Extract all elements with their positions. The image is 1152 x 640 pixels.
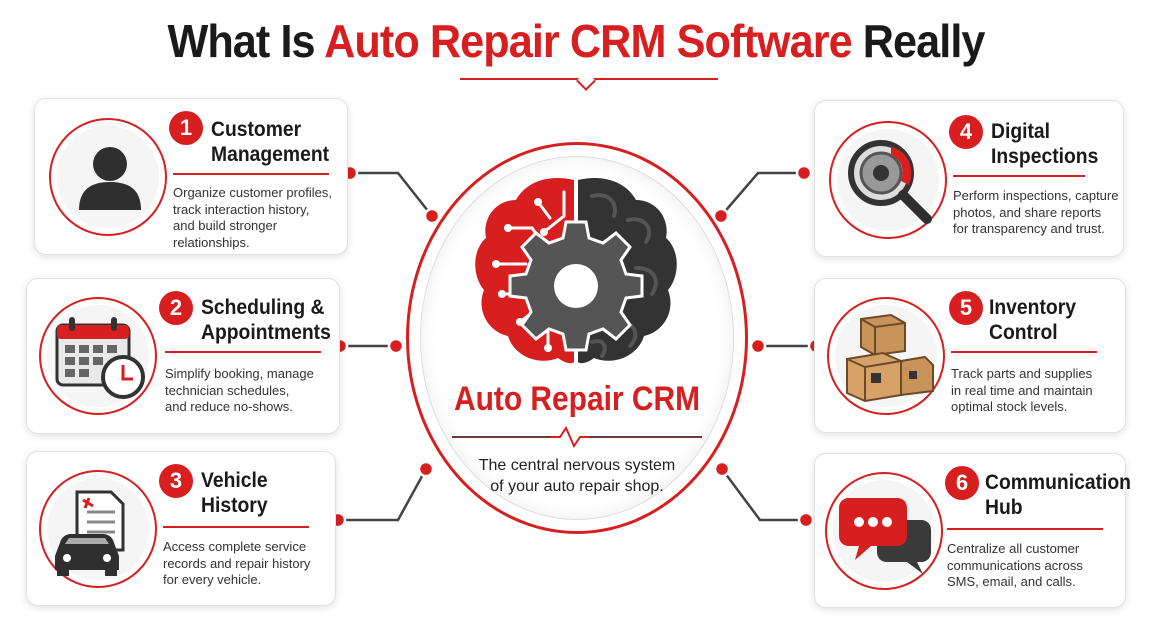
feature-heading: Vehicle History <box>201 469 268 517</box>
feature-divider <box>173 173 329 175</box>
title-suffix: Really <box>851 15 986 67</box>
car-document-icon <box>39 470 157 588</box>
feature-divider <box>163 526 309 528</box>
page-title: What Is Auto Repair CRM Software Really <box>35 12 1118 70</box>
feature-card-vehicle-history: 3 Vehicle History Access complete servic… <box>26 451 336 606</box>
feature-number: 2 <box>159 291 193 325</box>
feature-number: 5 <box>949 291 983 325</box>
feature-card-scheduling: 2 Scheduling & Appointments Simplify boo… <box>26 278 340 434</box>
feature-number: 6 <box>945 466 979 500</box>
feature-description: Access complete service records and repa… <box>163 539 311 587</box>
boxes-icon <box>827 297 945 415</box>
center-subtitle: The central nervous system of your auto … <box>478 457 676 495</box>
feature-heading: Scheduling & Appointments <box>201 296 331 344</box>
feature-number: 4 <box>949 115 983 149</box>
feature-card-customer-management: 1 Customer Management Organize customer … <box>34 98 348 255</box>
feature-description: Organize customer profiles, track intera… <box>173 185 332 250</box>
feature-card-communication-hub: 6 Communication Hub Centralize all custo… <box>814 453 1131 608</box>
feature-number: 1 <box>169 111 203 145</box>
calendar-clock-icon <box>39 297 157 415</box>
feature-divider <box>947 528 1103 530</box>
feature-heading: Inventory Control <box>989 296 1076 344</box>
feature-description: Simplify booking, manage technician sche… <box>165 366 314 414</box>
user-icon <box>49 118 167 236</box>
feature-description: Perform inspections, capture photos, and… <box>953 188 1119 236</box>
title-accent: Auto Repair CRM Software <box>324 15 853 67</box>
feature-card-digital-inspections: 4 Digital Inspections Perform inspection… <box>814 100 1124 257</box>
brake-magnifier-icon <box>829 121 947 239</box>
brain-gear-icon <box>475 178 677 364</box>
heartbeat-divider <box>452 426 702 448</box>
feature-card-inventory-control: 5 Inventory Control Track parts and supp… <box>814 278 1126 433</box>
feature-number: 3 <box>159 464 193 498</box>
feature-divider <box>165 351 321 353</box>
title-prefix: What Is <box>167 15 325 67</box>
feature-heading: Digital Inspections <box>991 120 1099 168</box>
center-title: Auto Repair CRM <box>453 380 701 418</box>
feature-heading: Customer Management <box>211 118 330 166</box>
feature-description: Centralize all customer communications a… <box>947 541 1083 589</box>
feature-heading: Communication Hub <box>985 471 1131 519</box>
feature-divider <box>953 175 1085 177</box>
feature-divider <box>951 351 1097 353</box>
feature-description: Track parts and supplies in real time an… <box>951 366 1093 414</box>
chat-bubbles-icon <box>825 472 943 590</box>
